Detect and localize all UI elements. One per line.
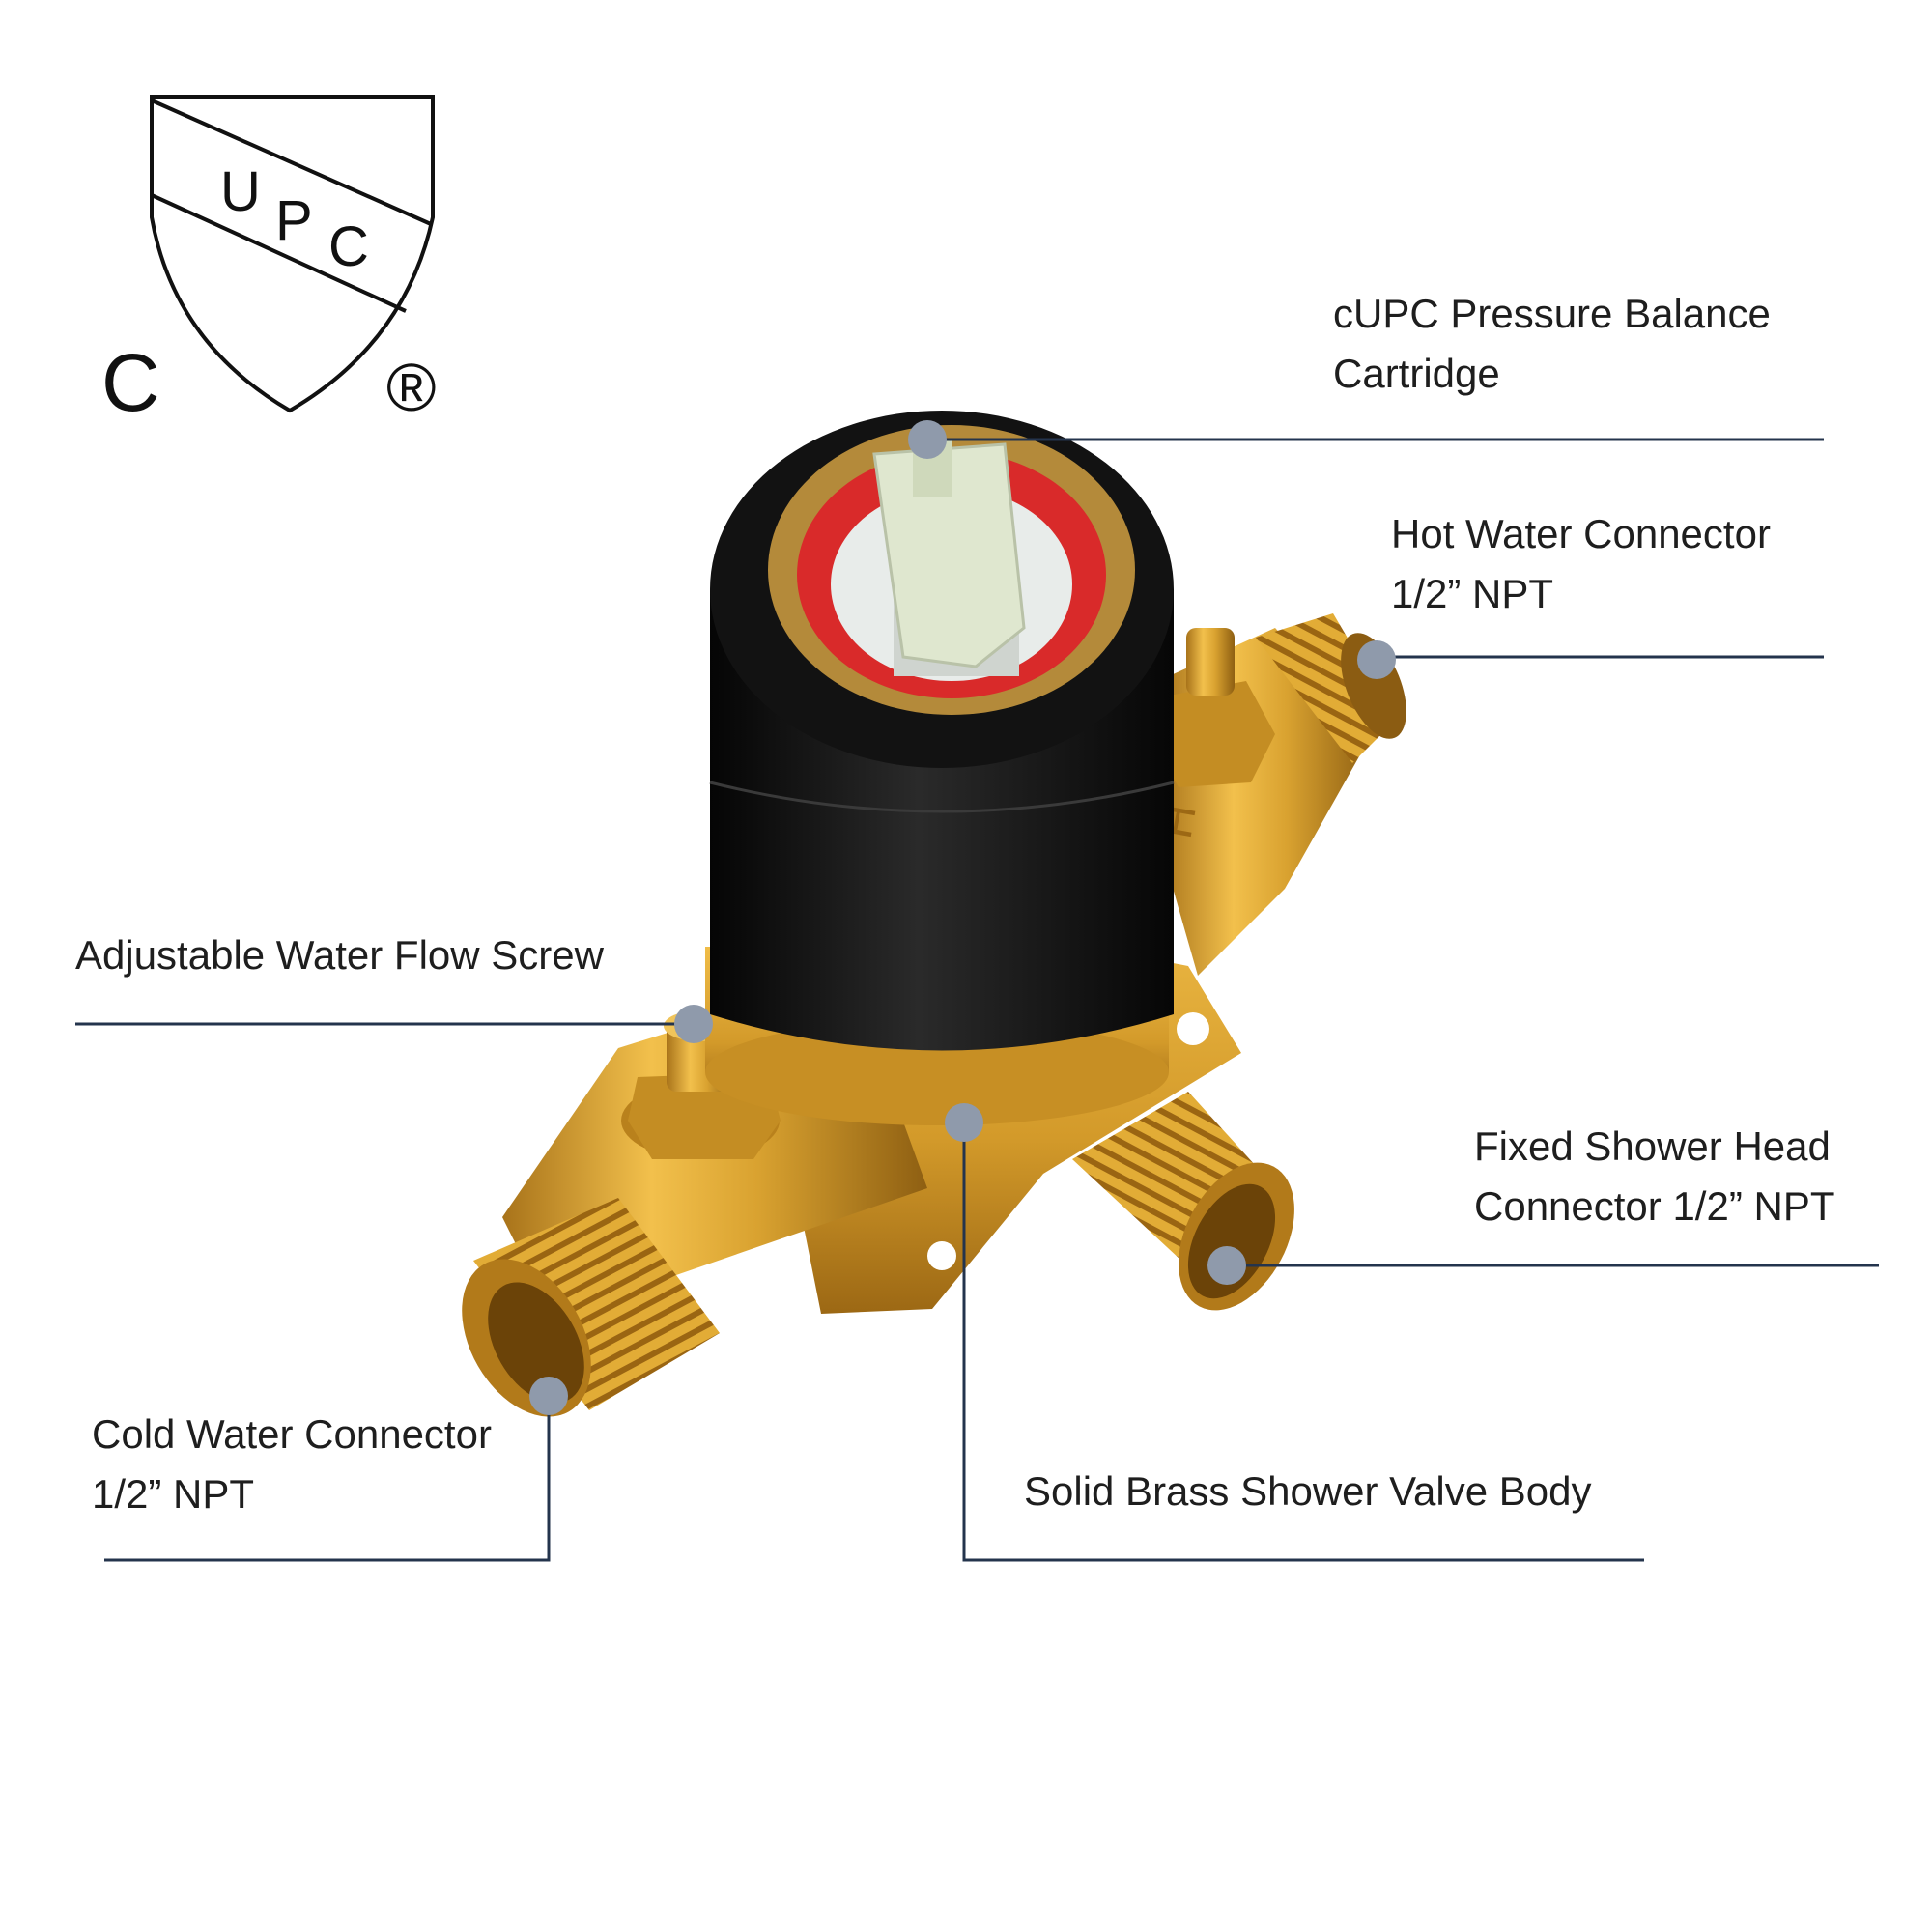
callout-fixed-line-2: Connector 1/2” NPT <box>1474 1183 1835 1229</box>
callout-hot-line-1: Hot Water Connector <box>1391 511 1771 556</box>
callout-fixed-shower-connector: Fixed Shower Head Connector 1/2” NPT <box>1474 1117 1835 1236</box>
leader-dot-screw <box>674 1005 713 1043</box>
leader-dot-cold <box>529 1377 568 1415</box>
callout-cartridge-line-1: cUPC Pressure Balance <box>1333 291 1771 336</box>
shield-letter-p: P <box>275 189 313 252</box>
callout-body-line-1: Solid Brass Shower Valve Body <box>1024 1468 1592 1514</box>
cupc-shield-icon: U P C C ® <box>101 95 437 428</box>
leader-dot-fixed <box>1208 1246 1246 1285</box>
leader-dots <box>529 420 1396 1415</box>
callout-cartridge: cUPC Pressure Balance Cartridge <box>1333 284 1771 404</box>
cartridge-stem <box>872 442 1026 668</box>
shield-letter-u: U <box>220 160 261 223</box>
callout-fixed-line-1: Fixed Shower Head <box>1474 1123 1831 1169</box>
registered-mark: ® <box>386 350 437 425</box>
callout-cold-line-1: Cold Water Connector <box>92 1411 492 1457</box>
shower-valve-illustration: H <box>462 411 1406 1417</box>
callout-hot-connector: Hot Water Connector 1/2” NPT <box>1391 504 1771 624</box>
canada-letter: C <box>101 337 160 428</box>
callout-flow-screw: Adjustable Water Flow Screw <box>75 925 604 985</box>
callout-screw-line-1: Adjustable Water Flow Screw <box>75 932 604 978</box>
callout-cartridge-line-2: Cartridge <box>1333 351 1500 396</box>
leader-dot-cartridge <box>908 420 947 459</box>
mount-hole <box>1177 1012 1209 1045</box>
leader-line-body <box>962 1122 1644 1562</box>
mount-hole <box>927 1241 956 1270</box>
callout-valve-body: Solid Brass Shower Valve Body <box>1024 1462 1592 1521</box>
leader-line-cold <box>104 1396 551 1562</box>
shield-letter-c: C <box>328 215 369 278</box>
leader-dot-body <box>945 1103 983 1142</box>
leader-lines <box>75 438 1879 1562</box>
callout-cold-connector: Cold Water Connector 1/2” NPT <box>92 1405 492 1524</box>
leader-dot-hot <box>1357 640 1396 679</box>
callout-hot-line-2: 1/2” NPT <box>1391 571 1554 616</box>
callout-cold-line-2: 1/2” NPT <box>92 1471 255 1517</box>
